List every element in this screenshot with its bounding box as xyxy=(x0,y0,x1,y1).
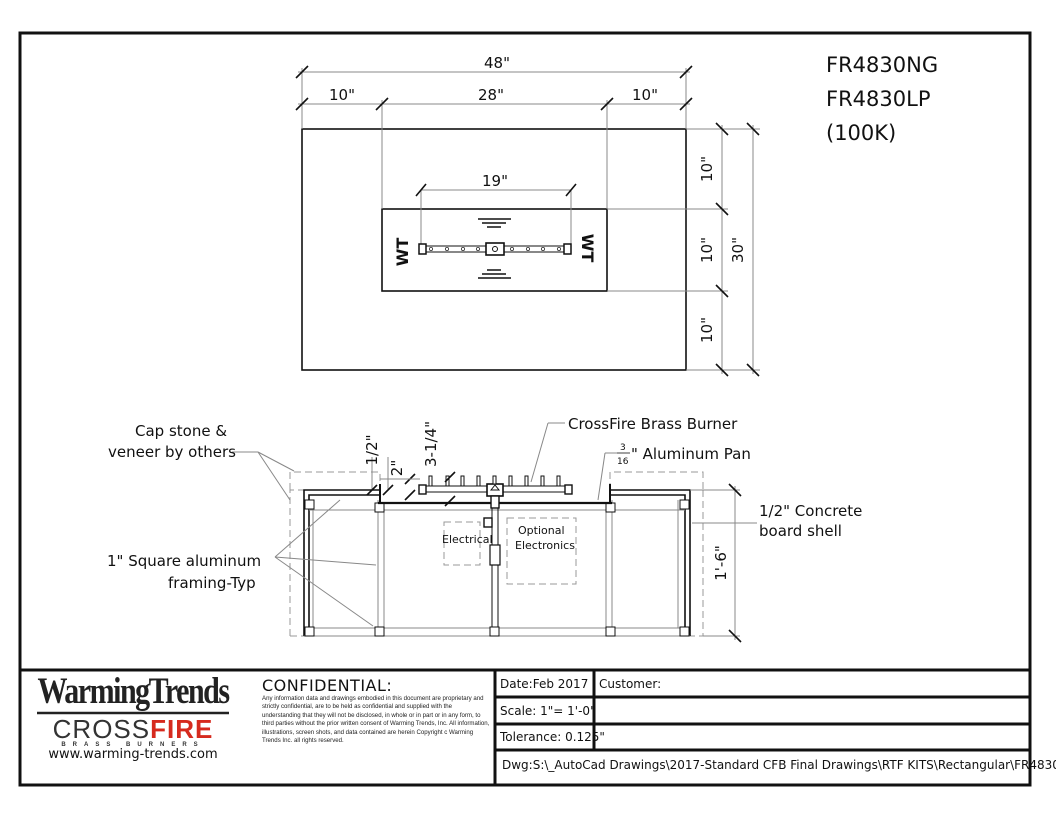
cap-stone-label-1: Cap stone & xyxy=(135,422,227,440)
wt-label-right: WT xyxy=(578,234,597,263)
scale-cell: Scale: 1"= 1'-0" xyxy=(500,704,596,718)
pan-label: " Aluminum Pan xyxy=(631,445,751,463)
date-cell: Date:Feb 2017 xyxy=(500,677,589,691)
electrical-label: Electrical xyxy=(442,533,493,546)
crossfire-logo: CROSSFIRE xyxy=(28,716,238,742)
website-link[interactable]: www.warming-trends.com xyxy=(48,747,218,762)
dwg-path-cell: Dwg:S:\_AutoCad Drawings\2017-Standard C… xyxy=(502,758,1056,772)
dim-half: 1/2" xyxy=(363,434,381,465)
dim-center: 28" xyxy=(478,86,504,104)
customer-cell: Customer: xyxy=(599,677,662,691)
model-btu: (100K) xyxy=(826,121,896,145)
warming-trends-logo: WarmingTrends CROSSFIRE BRASS BURNERS ww… xyxy=(28,671,238,762)
shell-label-1: 1/2" Concrete xyxy=(759,502,862,520)
wt-label-left: WT xyxy=(393,238,412,267)
dim-right: 10" xyxy=(632,86,658,104)
optional-label-2: Electronics xyxy=(515,539,575,552)
confidential-title: CONFIDENTIAL: xyxy=(262,676,393,695)
framing-label-2: framing-Typ xyxy=(168,574,256,592)
dim-v-mid: 10" xyxy=(698,237,716,263)
pan-frac-den: 16 xyxy=(617,457,629,467)
confidential-notice: CONFIDENTIAL: Any information data and d… xyxy=(262,678,492,745)
burner-section xyxy=(418,475,573,627)
dim-height: 1'-6" xyxy=(712,545,730,581)
title-block-grid xyxy=(493,670,1030,785)
confidential-text: Any information data and drawings embodi… xyxy=(262,695,490,745)
pan-frac-num: 3 xyxy=(620,443,626,453)
cap-stone-label-2: veneer by others xyxy=(108,443,236,461)
dim-left: 10" xyxy=(329,86,355,104)
dim-burner: 19" xyxy=(482,172,508,190)
logo-fire: FIRE xyxy=(150,714,214,744)
model-lp: FR4830LP xyxy=(826,87,930,111)
tolerance-cell: Tolerance: 0.125" xyxy=(500,730,605,744)
electrical-box xyxy=(443,521,481,566)
framing-label-1: 1" Square aluminum xyxy=(107,552,261,570)
logo-cross: CROSS xyxy=(52,714,151,744)
model-ng: FR4830NG xyxy=(826,53,938,77)
dim-overall: 48" xyxy=(484,54,510,72)
dim-v-total: 30" xyxy=(729,237,747,263)
dim-v-bot: 10" xyxy=(698,317,716,343)
burner-label: CrossFire Brass Burner xyxy=(568,415,738,433)
optional-label-1: Optional xyxy=(518,524,565,537)
optional-electronics-box xyxy=(506,517,577,585)
section-view: Electrical Optional Electronics 1/2" 2" … xyxy=(107,415,862,643)
shell-label-2: board shell xyxy=(759,522,842,540)
dim-2: 2" xyxy=(388,460,406,476)
sheet-border xyxy=(18,31,1032,787)
top-view-outline xyxy=(301,128,687,371)
logo-tagline: BRASS BURNERS xyxy=(61,742,205,748)
top-view: 48" 10" 28" 10" 19" WT WT 10" 10" 10" 30… xyxy=(295,54,760,377)
logo-wordmark: WarmingTrends xyxy=(37,671,230,715)
dim-3-1-4: 3-1/4" xyxy=(422,421,440,467)
dim-v-top: 10" xyxy=(698,156,716,182)
pan-outline xyxy=(381,208,608,292)
